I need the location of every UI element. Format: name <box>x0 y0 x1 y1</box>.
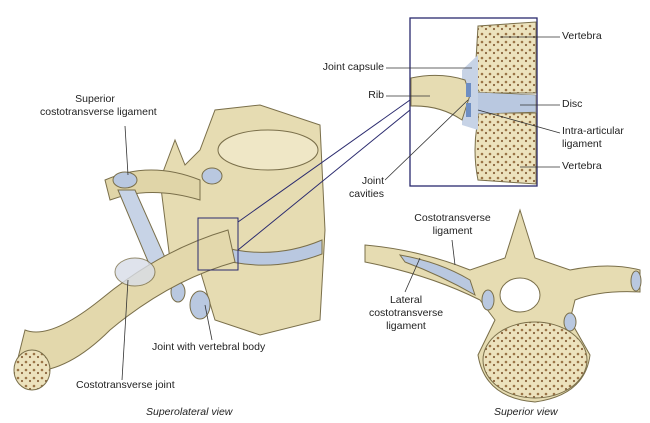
inset-connector <box>237 109 411 251</box>
label-line: costotransverse <box>368 307 444 319</box>
inset-connector <box>237 99 411 223</box>
label-costotransverse-joint: Costotransverse joint <box>76 379 175 391</box>
label-line: Costotransverse <box>414 212 491 224</box>
inset-detail <box>409 17 538 187</box>
label-line: Lateral <box>389 294 423 306</box>
superolateral-vertebra <box>13 104 326 391</box>
label-disc: Disc <box>562 98 583 110</box>
caption-superolateral-view: Superolateral view <box>146 406 233 418</box>
label-joint-with-vertebral-body: Joint with vertebral body <box>152 341 266 353</box>
label-line: ligament <box>562 138 602 150</box>
label-line: costotransverse ligament <box>40 106 157 118</box>
label-line: Joint <box>361 175 384 187</box>
label-vertebra-bottom: Vertebra <box>562 160 602 172</box>
label-joint-capsule: Joint capsule <box>322 61 384 73</box>
label-line: ligament <box>386 320 426 332</box>
label-line: cavities <box>348 188 384 200</box>
leader-lines <box>121 36 561 381</box>
superior-vertebra <box>364 208 642 403</box>
caption-superior-view: Superior view <box>494 406 558 418</box>
label-line: Superior <box>75 93 115 105</box>
label-vertebra-top: Vertebra <box>562 30 602 42</box>
label-line: ligament <box>432 225 473 237</box>
label-rib: Rib <box>368 89 384 101</box>
label-line: Intra-articular <box>562 125 624 137</box>
inset-marker <box>197 217 239 271</box>
